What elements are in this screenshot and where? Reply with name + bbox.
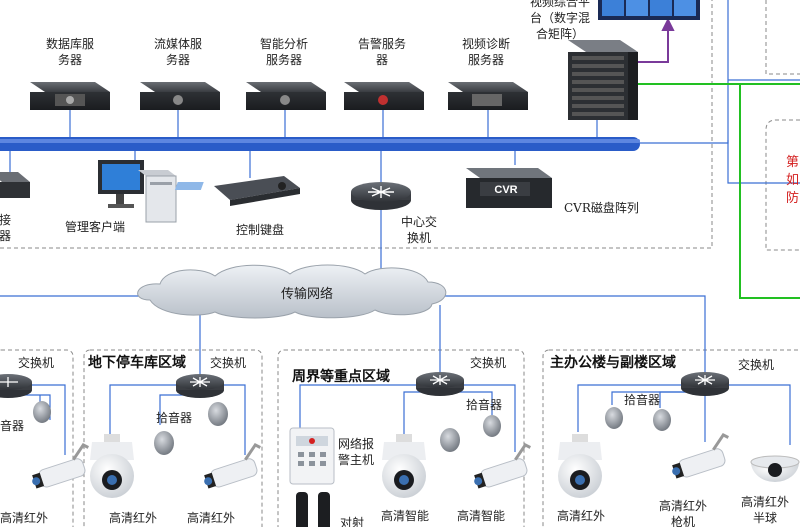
admin-client-pc [98,160,177,223]
zone3-bullet-label: 高清智能 [456,509,505,523]
beam-detectors [296,492,330,527]
video-platform-label: 视频综合平台（数字混合矩阵） [529,0,590,41]
center-switch-label: 中心交换机 [400,215,437,245]
zone2-bullet-label: 高清红外 [186,511,235,525]
zone4-title: 主办公楼与副楼区域 [550,355,676,371]
transport-network-label: 传输网络 [280,287,333,302]
platform-chassis [568,40,638,120]
right-partial-red-text: 第如防 [786,155,800,206]
cvr-storage-label: CVR磁盘阵列 [564,201,639,215]
zone4-dome-label: 高清红外 [556,509,605,523]
zone1-pickup-label: 音器 [0,419,25,433]
server-analytics [246,82,326,110]
left-partial-label: 接器 [0,213,12,243]
alarm-host-panel [289,427,335,485]
center-switch [351,182,411,210]
zone4-switch-label: 交换机 [738,358,775,372]
server-database-label: 数据库服务器 [45,37,94,67]
server-alarm [344,82,424,110]
pickup-mics [33,401,671,455]
transport-cloud [137,264,447,319]
zone2-switch-label: 交换机 [210,356,247,370]
server-alarm-label: 告警服务器 [357,37,406,67]
zone4-speed-dome-label: 高清红外半球 [740,495,789,525]
zone3-beam-label: 对射 [340,516,365,527]
server-streaming-label: 流媒体服务器 [153,37,202,67]
control-keyboard [174,176,300,206]
cvr-storage [466,168,552,208]
zone2-dome-label: 高清红外 [108,511,157,525]
dome-cameras [90,434,800,498]
zone1-switch-label: 交换机 [18,356,55,370]
zone3-title: 周界等重点区域 [292,369,390,385]
zone1-camera-label: 高清红外 [0,511,49,525]
server-streaming [140,82,220,110]
server-diagnosis [448,82,528,110]
zone2-pickup-label: 拾音器 [156,411,193,425]
zone4-bullet-label: 高清红外枪机 [658,499,707,527]
zone-switches [0,372,729,398]
control-keyboard-label: 控制键盘 [235,223,284,237]
zone3-pickup-label: 拾音器 [466,398,503,412]
server-analytics-label: 智能分析服务器 [259,37,308,67]
zone3-switch-label: 交换机 [470,356,507,370]
server-diagnosis-label: 视频诊断服务器 [461,37,510,67]
admin-client-label: 管理客户端 [64,220,125,234]
video-wall [598,0,700,20]
zone3-dome-label: 高清智能 [380,509,429,523]
bullet-cameras [32,432,729,489]
left-partial-device [0,172,30,198]
zone3-alarm-host-label: 网络报警主机 [338,437,375,467]
zone4-pickup-label: 拾音器 [624,393,661,407]
cvr-badge: CVR [494,184,518,196]
zone2-title: 地下停车库区域 [88,355,186,371]
server-database [30,82,110,110]
